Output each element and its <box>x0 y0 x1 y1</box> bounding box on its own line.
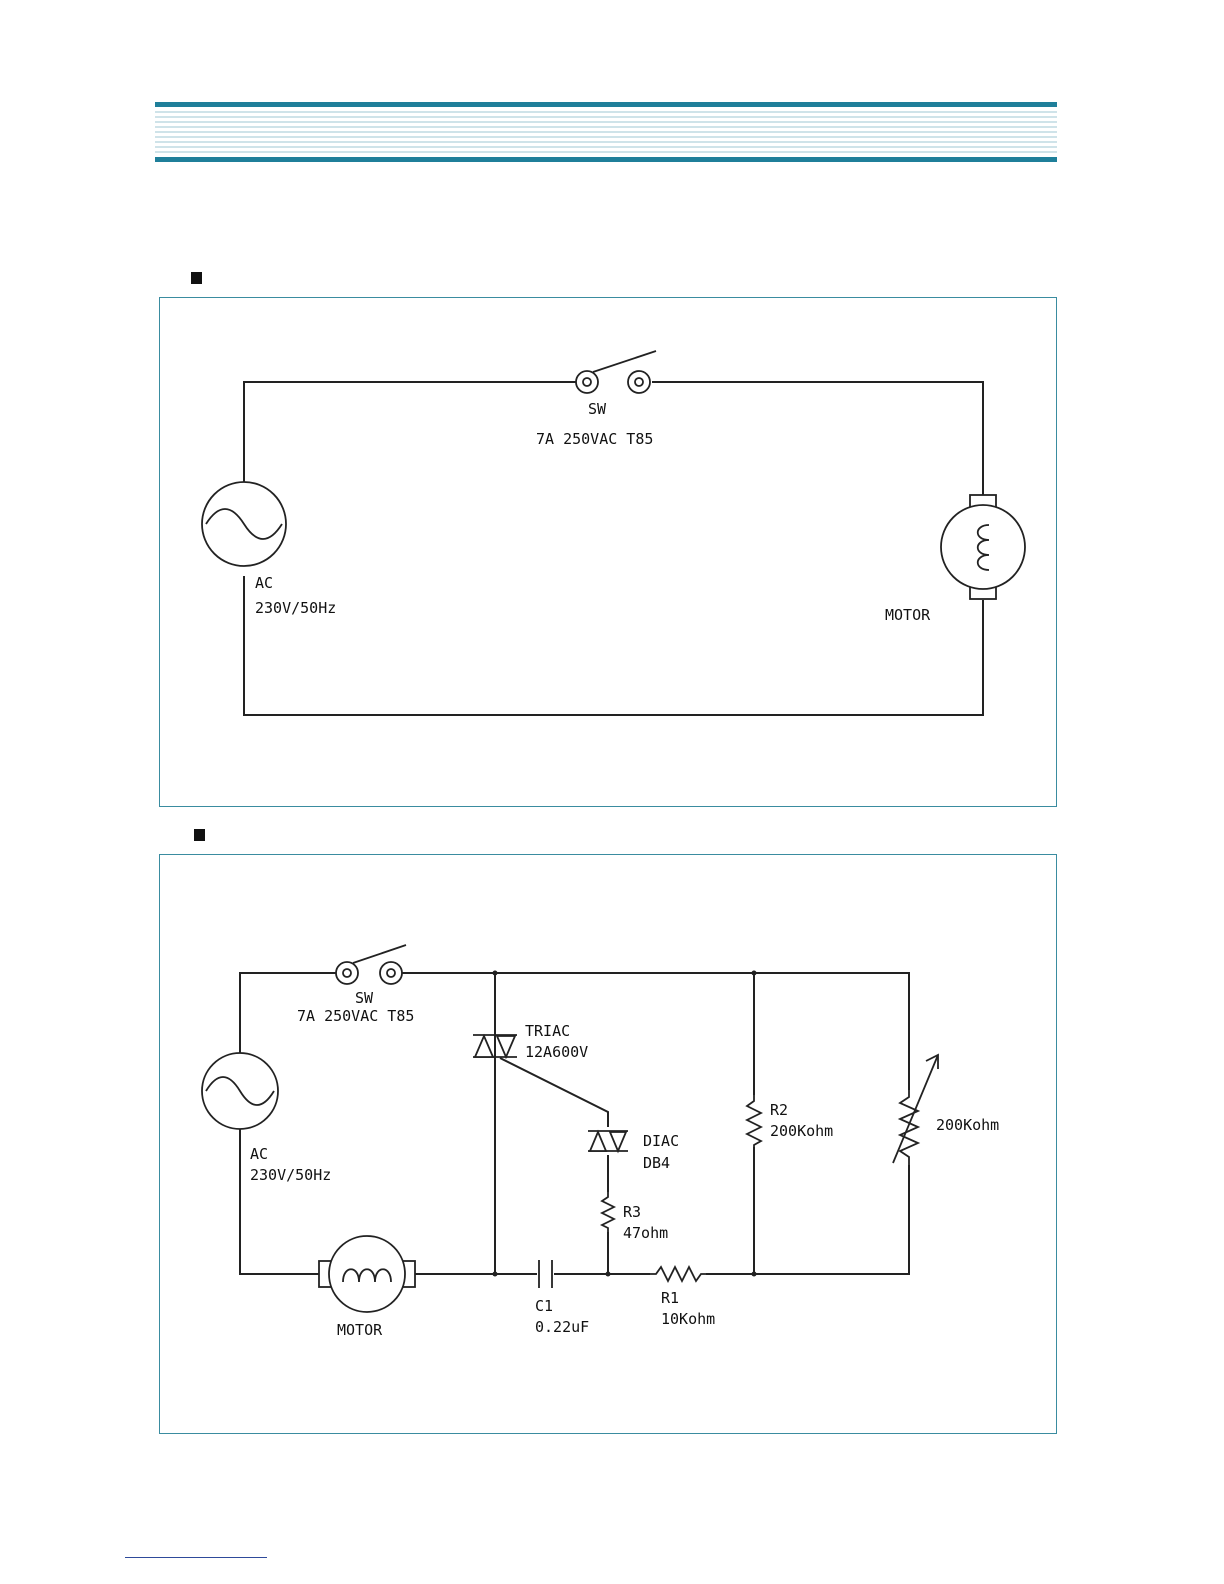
switch-name: SW <box>588 400 607 418</box>
switch-sw <box>336 945 406 984</box>
switch-sw <box>576 351 656 393</box>
wire-left-bottom <box>240 1117 320 1274</box>
switch-name: SW <box>355 989 374 1007</box>
motor-label: MOTOR <box>337 1321 383 1339</box>
r2-name: R2 <box>770 1101 788 1119</box>
circuit-panel-basic: SW 7A 250VAC T85 AC 230V/50Hz MOTOR <box>159 297 1057 807</box>
triac-name: TRIAC <box>525 1022 570 1040</box>
circuit-panel-speed-control: SW 7A 250VAC T85 AC 230V/50Hz MOTOR TRIA… <box>159 854 1057 1434</box>
resistor-r2 <box>747 1095 761 1147</box>
r3-value: 47ohm <box>623 1224 668 1242</box>
vr-value: 200Kohm <box>936 1116 999 1134</box>
section-bullet-1 <box>191 272 202 284</box>
wire-top-right <box>652 382 983 498</box>
circuit-diagram-basic: SW 7A 250VAC T85 AC 230V/50Hz MOTOR <box>160 298 1058 808</box>
diac <box>588 1131 628 1151</box>
section-bullet-2 <box>194 829 205 841</box>
ac-source <box>202 482 286 566</box>
r1-name: R1 <box>661 1289 679 1307</box>
resistor-r1 <box>650 1267 706 1281</box>
motor <box>941 495 1025 599</box>
ac-source <box>202 1053 278 1129</box>
header-band <box>155 102 1057 162</box>
switch-rating: 7A 250VAC T85 <box>536 430 653 448</box>
footer-line <box>125 1557 267 1558</box>
wire-top-main <box>402 973 909 1090</box>
ac-source-rating: 230V/50Hz <box>255 599 336 617</box>
wire-top-left <box>244 382 576 521</box>
capacitor-c1 <box>539 1260 552 1288</box>
ac-source-name: AC <box>250 1145 268 1163</box>
motor-label: MOTOR <box>885 606 931 624</box>
diac-rating: DB4 <box>643 1154 670 1172</box>
r2-value: 200Kohm <box>770 1122 833 1140</box>
switch-rating: 7A 250VAC T85 <box>297 1007 414 1025</box>
diac-name: DIAC <box>643 1132 679 1150</box>
c1-value: 0.22uF <box>535 1318 589 1336</box>
resistor-r3 <box>602 1192 614 1232</box>
circuit-diagram-speed-control: SW 7A 250VAC T85 AC 230V/50Hz MOTOR TRIA… <box>160 855 1058 1435</box>
wire-r1-right <box>706 1165 909 1274</box>
r3-name: R3 <box>623 1203 641 1221</box>
ac-source-name: AC <box>255 574 273 592</box>
r1-value: 10Kohm <box>661 1310 715 1328</box>
wire-gate <box>500 1058 608 1127</box>
variable-resistor <box>893 1055 938 1165</box>
wire-bottom <box>244 576 983 715</box>
ac-source-rating: 230V/50Hz <box>250 1166 331 1184</box>
motor <box>319 1236 415 1312</box>
c1-name: C1 <box>535 1297 553 1315</box>
triac-rating: 12A600V <box>525 1043 588 1061</box>
